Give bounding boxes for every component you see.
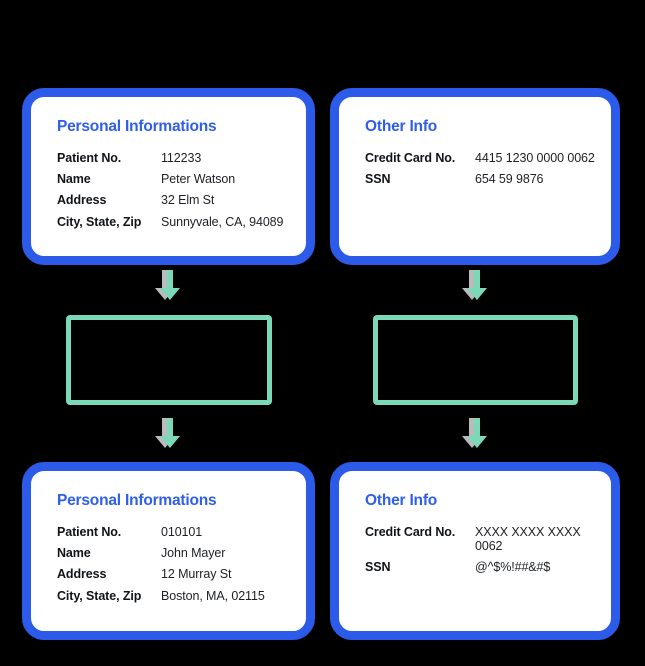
field-value: @^$%!##&#$ bbox=[475, 560, 551, 575]
card-body: Other Info Credit Card No. 4415 1230 000… bbox=[339, 97, 611, 186]
arrow-down-icon bbox=[155, 270, 181, 306]
field-label: SSN bbox=[365, 171, 391, 186]
field-value: Boston, MA, 02115 bbox=[161, 588, 265, 603]
field-value: Peter Watson bbox=[161, 171, 236, 186]
card-title: Other Info bbox=[365, 492, 438, 509]
card-body: Other Info Credit Card No. XXXX XXXX XXX… bbox=[339, 471, 611, 575]
field-label: SSN bbox=[365, 560, 391, 575]
card-body: Personal Informations Patient No. 010101… bbox=[31, 471, 306, 603]
field-row-patient-no: Patient No. 010101 bbox=[57, 525, 306, 539]
field-label: City, State, Zip bbox=[57, 214, 142, 229]
masked-personal-card[interactable]: Personal Informations Patient No. 010101… bbox=[22, 462, 315, 640]
field-list: Patient No. 112233 Name Peter Watson Add… bbox=[57, 151, 306, 230]
field-row-ssn: SSN 654 59 9876 bbox=[365, 172, 611, 186]
field-row-address: Address 12 Murray St bbox=[57, 567, 306, 581]
field-list: Credit Card No. 4415 1230 0000 0062 SSN … bbox=[365, 151, 611, 187]
masked-other-info-card[interactable]: Other Info Credit Card No. XXXX XXXX XXX… bbox=[330, 462, 620, 640]
field-label: Address bbox=[57, 567, 107, 582]
field-row-ssn: SSN @^$%!##&#$ bbox=[365, 560, 611, 574]
field-row-credit-card-no: Credit Card No. 4415 1230 0000 0062 bbox=[365, 151, 611, 165]
arrow-down-icon bbox=[462, 270, 488, 306]
field-value: 32 Elm St bbox=[161, 193, 215, 208]
field-value: John Mayer bbox=[161, 545, 226, 560]
transform-box-left[interactable] bbox=[61, 310, 272, 405]
field-row-patient-no: Patient No. 112233 bbox=[57, 151, 306, 165]
field-label: Credit Card No. bbox=[365, 150, 456, 165]
source-personal-card[interactable]: Personal Informations Patient No. 112233… bbox=[22, 88, 315, 265]
field-value: 4415 1230 0000 0062 bbox=[475, 150, 595, 165]
field-label: City, State, Zip bbox=[57, 588, 142, 603]
field-value: 112233 bbox=[161, 150, 202, 165]
field-list: Patient No. 010101 Name John Mayer Addre… bbox=[57, 525, 306, 604]
field-value: 12 Murray St bbox=[161, 567, 232, 582]
arrow-down-icon bbox=[155, 418, 181, 454]
field-list: Credit Card No. XXXX XXXX XXXX 0062 SSN … bbox=[365, 525, 611, 575]
card-title: Personal Informations bbox=[57, 118, 217, 135]
field-value: XXXX XXXX XXXX 0062 bbox=[475, 524, 581, 553]
field-label: Address bbox=[57, 193, 107, 208]
field-label: Credit Card No. bbox=[365, 524, 456, 539]
arrow-down-icon bbox=[462, 418, 488, 454]
field-label: Name bbox=[57, 545, 91, 560]
field-row-city-state-zip: City, State, Zip Boston, MA, 02115 bbox=[57, 589, 306, 603]
transform-box-right[interactable] bbox=[368, 310, 578, 405]
field-row-name: Name Peter Watson bbox=[57, 172, 306, 186]
field-value: 654 59 9876 bbox=[475, 171, 544, 186]
field-row-name: Name John Mayer bbox=[57, 546, 306, 560]
field-row-credit-card-no: Credit Card No. XXXX XXXX XXXX 0062 bbox=[365, 525, 611, 554]
card-body: Personal Informations Patient No. 112233… bbox=[31, 97, 306, 229]
field-label: Patient No. bbox=[57, 150, 122, 165]
field-label: Patient No. bbox=[57, 524, 122, 539]
source-other-info-card[interactable]: Other Info Credit Card No. 4415 1230 000… bbox=[330, 88, 620, 265]
field-row-city-state-zip: City, State, Zip Sunnyvale, CA, 94089 bbox=[57, 215, 306, 229]
card-title: Personal Informations bbox=[57, 492, 217, 509]
field-label: Name bbox=[57, 171, 91, 186]
field-row-address: Address 32 Elm St bbox=[57, 193, 306, 207]
card-title: Other Info bbox=[365, 118, 438, 135]
field-value: 010101 bbox=[161, 524, 203, 539]
field-value: Sunnyvale, CA, 94089 bbox=[161, 214, 284, 229]
